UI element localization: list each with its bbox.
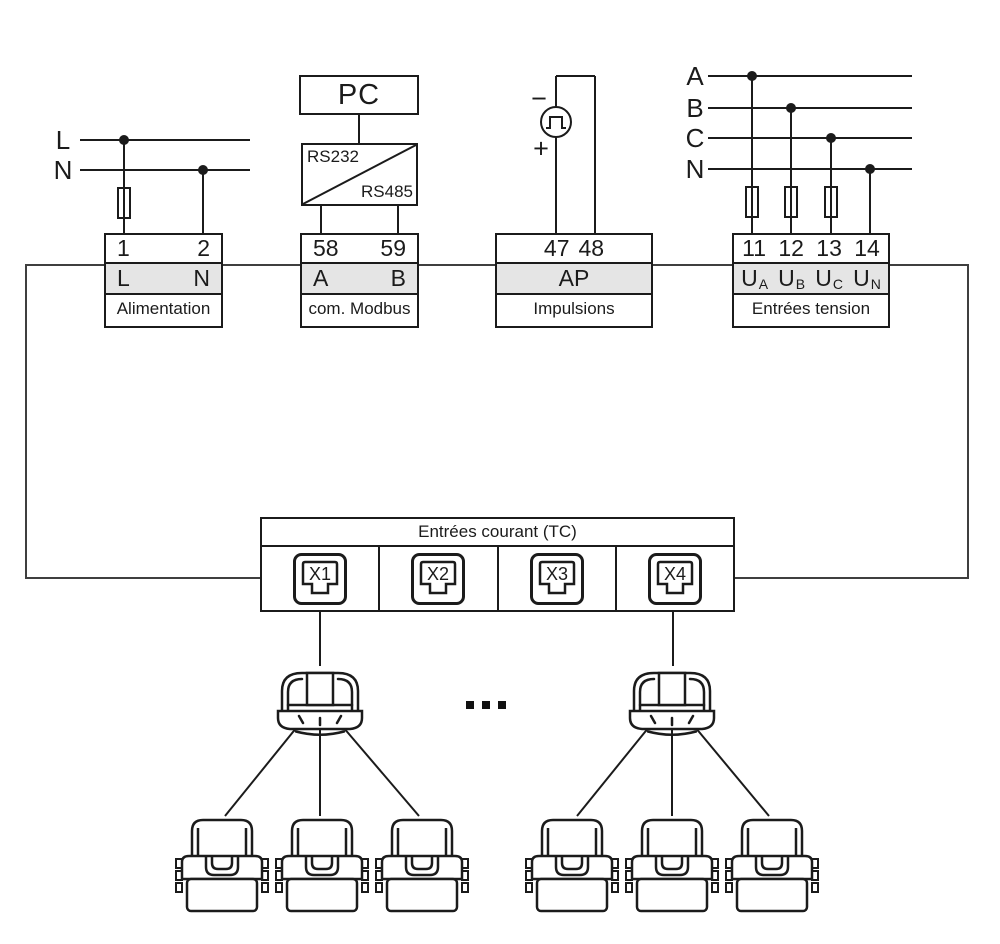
pulse-source-icon (540, 106, 572, 138)
phase-label-A: A (686, 61, 704, 91)
terminal-letter-A: A (313, 265, 329, 291)
pc-box: PC (299, 75, 419, 115)
rj-port-x3: X3 (496, 547, 615, 610)
phase-label-C: C (685, 123, 705, 153)
terminal-letter-B: B (390, 265, 406, 291)
phase-label-N: N (685, 154, 705, 184)
terminal-58: 58 (313, 235, 339, 261)
rj-port-row: X1 X2 X3 (262, 547, 733, 610)
terminal-numbers: 1 2 (106, 235, 221, 264)
ct-clamp-icon (274, 818, 370, 913)
terminal-letter-UN: UN (853, 265, 881, 292)
terminal-letter-UB: UB (778, 265, 806, 292)
rj-jack-icon: X3 (529, 552, 584, 605)
ct-clamp-icon (174, 818, 270, 913)
converter-rs232-label: RS232 (307, 147, 359, 166)
junction-dot (747, 71, 757, 81)
port-label: X1 (309, 564, 331, 584)
terminal-numbers: 47 48 (497, 235, 651, 264)
terminal-letter-UC: UC (815, 265, 844, 292)
terminal-11: 11 (742, 235, 767, 261)
terminal-2: 2 (197, 235, 210, 261)
terminal-13: 13 (816, 235, 842, 261)
rj-jack-icon: X2 (411, 552, 466, 605)
fuse-icon (745, 186, 759, 218)
port-label: X3 (546, 564, 568, 584)
terminal-block-power: 1 2 L N Alimentation (104, 233, 223, 328)
terminal-letter-L: L (117, 265, 130, 291)
block-caption: Impulsions (533, 298, 615, 318)
port-label: X2 (427, 564, 449, 584)
line-label-N: N (53, 155, 73, 185)
pc-label: PC (337, 78, 381, 111)
line-label-L: L (55, 125, 71, 155)
terminal-letters: A B (302, 264, 417, 295)
ct-clamp-icon (624, 818, 720, 913)
terminal-47: 47 (543, 235, 570, 261)
pulse-waveform-icon (546, 116, 566, 129)
terminal-numbers: 11 12 13 14 (734, 235, 888, 264)
polarity-minus-label: − (531, 83, 547, 114)
converter-diagonal (303, 145, 416, 204)
splitter-connector-icon (628, 671, 716, 736)
rs232-rs485-converter-box: RS232 RS485 (301, 143, 418, 206)
fuse-icon (824, 186, 838, 218)
fuse-icon (784, 186, 798, 218)
terminal-14: 14 (854, 235, 880, 261)
terminal-block-pulse: 47 48 AP Impulsions (495, 233, 653, 328)
port-label: X4 (664, 564, 686, 584)
terminal-59: 59 (380, 235, 406, 261)
terminal-letter-N: N (193, 265, 210, 291)
rj-jack-icon: X1 (293, 552, 348, 605)
modbus-wires (320, 115, 399, 233)
block-caption: Entrées tension (751, 298, 871, 318)
continuation-ellipsis (466, 701, 506, 709)
splitter-connector-icon (276, 671, 364, 736)
terminal-letter-UA: UA (741, 265, 769, 292)
pulse-wires (540, 75, 596, 233)
rj-port-x1: X1 (262, 547, 378, 610)
terminal-block-voltage: 11 12 13 14 UA UB UC UN Entrées tension (732, 233, 890, 328)
junction-dot (865, 164, 875, 174)
polarity-plus-label: + (533, 133, 549, 164)
fuse-icon (117, 187, 131, 219)
current-inputs-title: Entrées courant (TC) (262, 519, 733, 547)
converter-rs485-label: RS485 (361, 182, 413, 201)
terminal-48: 48 (578, 235, 605, 261)
terminal-letters: AP (497, 264, 651, 295)
ct-clamp-icon (724, 818, 820, 913)
power-wires (80, 135, 250, 233)
terminal-12: 12 (778, 235, 804, 261)
terminal-block-modbus: 58 59 A B com. Modbus (300, 233, 419, 328)
junction-dot (826, 133, 836, 143)
current-inputs-box: Entrées courant (TC) X1 X2 (260, 517, 735, 612)
junction-dot (119, 135, 129, 145)
ct-clamp-icon (374, 818, 470, 913)
block-caption: com. Modbus (308, 298, 411, 318)
terminal-letters: UA UB UC UN (734, 264, 888, 295)
block-caption: Alimentation (116, 298, 211, 318)
rj-port-x4: X4 (614, 547, 733, 610)
ct-clamp-icon (524, 818, 620, 913)
rj-port-x2: X2 (378, 547, 496, 610)
rj-jack-icon: X4 (647, 552, 702, 605)
terminal-letter-AP: AP (558, 265, 590, 291)
junction-dot (786, 103, 796, 113)
phase-label-B: B (686, 93, 704, 123)
ct-harness-wires (224, 612, 770, 817)
junction-dot (198, 165, 208, 175)
terminal-1: 1 (117, 235, 130, 261)
terminal-numbers: 58 59 (302, 235, 417, 264)
terminal-letters: L N (106, 264, 221, 295)
voltage-wires (708, 71, 912, 233)
